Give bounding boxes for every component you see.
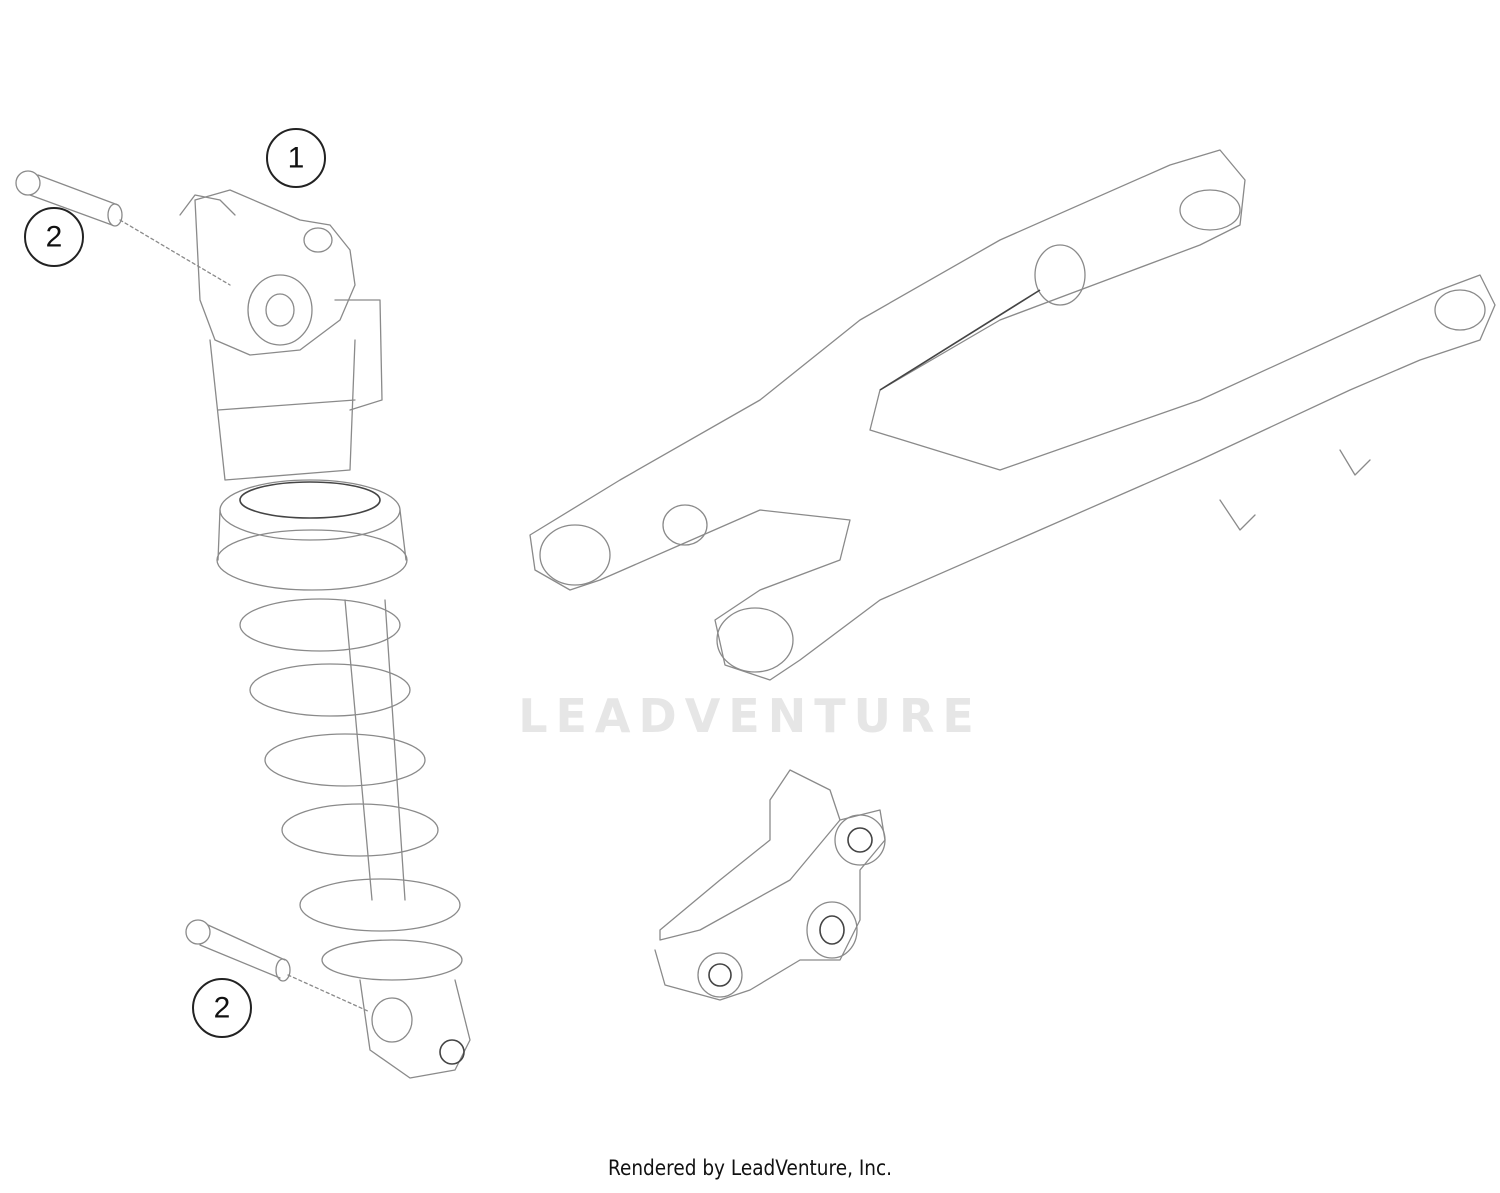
- upper-bolt: [15, 170, 231, 286]
- swingarm: [529, 149, 1496, 681]
- callout-label: 2: [214, 992, 231, 1025]
- watermark: LEADVENTURE: [518, 689, 982, 743]
- callout-2-upper: 2: [24, 207, 84, 267]
- watermark-text: LEADVENTURE: [518, 689, 982, 743]
- callout-1: 1: [266, 128, 326, 188]
- shock-absorber: [179, 189, 471, 1079]
- callout-label: 2: [46, 221, 63, 254]
- lower-bolt: [185, 919, 371, 1013]
- callout-label: 1: [288, 142, 305, 175]
- linkage: [654, 769, 886, 1001]
- callout-2-lower: 2: [192, 978, 252, 1038]
- footer-credit: Rendered by LeadVenture, Inc.: [607, 1156, 893, 1180]
